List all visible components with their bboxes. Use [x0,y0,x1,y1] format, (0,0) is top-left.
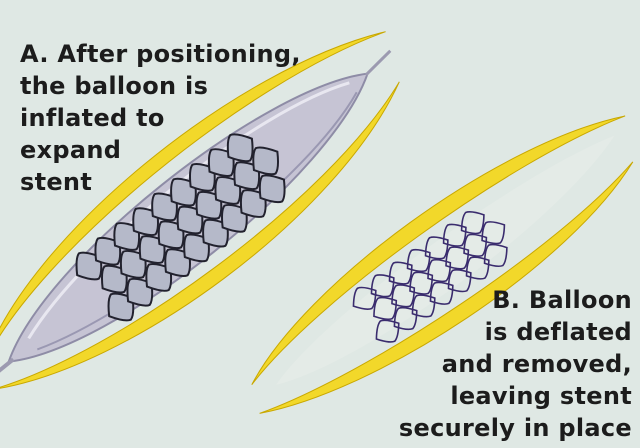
stent-strut-cell [465,256,490,280]
caption-a-line: expand [20,136,122,164]
vessel-b-lower-wall [259,161,634,414]
caption-a-line: the balloon is [20,72,209,100]
vessel-a-inflated-balloon [0,31,400,396]
stent-strut-cell [352,286,377,310]
caption-b-line: B. Balloon [492,286,632,314]
caption-a-line: stent [20,168,93,196]
vessel-a-upper-wall [0,31,386,364]
catheter-wire-a [0,357,15,396]
stent-strut-cell [409,271,434,295]
stent-strut-cell [370,274,395,298]
stent-strut-cell [445,246,470,270]
caption-b-line: securely in place [398,414,632,442]
caption-a: A. After positioning, the balloon is inf… [20,38,301,198]
caption-b-line: and removed, [441,350,632,378]
stent-strut-cell [463,233,488,257]
vessel-b-upper-wall [251,115,626,386]
stent-strut-cell [447,269,472,293]
stent-strut-cell [427,258,452,283]
stent-strut-cell [424,236,449,260]
stent-strut-cell [442,223,467,247]
stent-strut-cell [388,261,413,285]
vessel-b-lumen [276,135,615,385]
stent-strut-cell [460,211,485,235]
caption-a-line: A. After positioning, [20,40,301,68]
stent-strut-cell [429,281,454,305]
stent-a-expanded-mesh [75,133,286,322]
stent-strut-cell [391,284,416,308]
stent-strut-cell [258,174,286,204]
caption-b: B. Balloon is deflated and removed, leav… [399,284,632,444]
caption-b-line: leaving stent [450,382,632,410]
stent-strut-cell [483,243,508,268]
caption-b-line: is deflated [484,318,632,346]
stent-strut-cell [226,133,254,163]
vessel-b-stent-in-place [251,115,634,414]
stent-strut-cell [252,146,280,176]
vessel-a-lower-wall [0,81,400,391]
stent-strut-cell [481,221,506,245]
stent-strut-cell [373,296,398,321]
stent-strut-cell [375,319,400,343]
stent-strut-cell [393,306,418,331]
stent-b-mesh [352,211,508,343]
catheter-tip-a [364,49,392,76]
stent-strut-cell [411,294,436,318]
caption-a-line: inflated to [20,104,165,132]
stent-strut-cell [406,248,431,273]
